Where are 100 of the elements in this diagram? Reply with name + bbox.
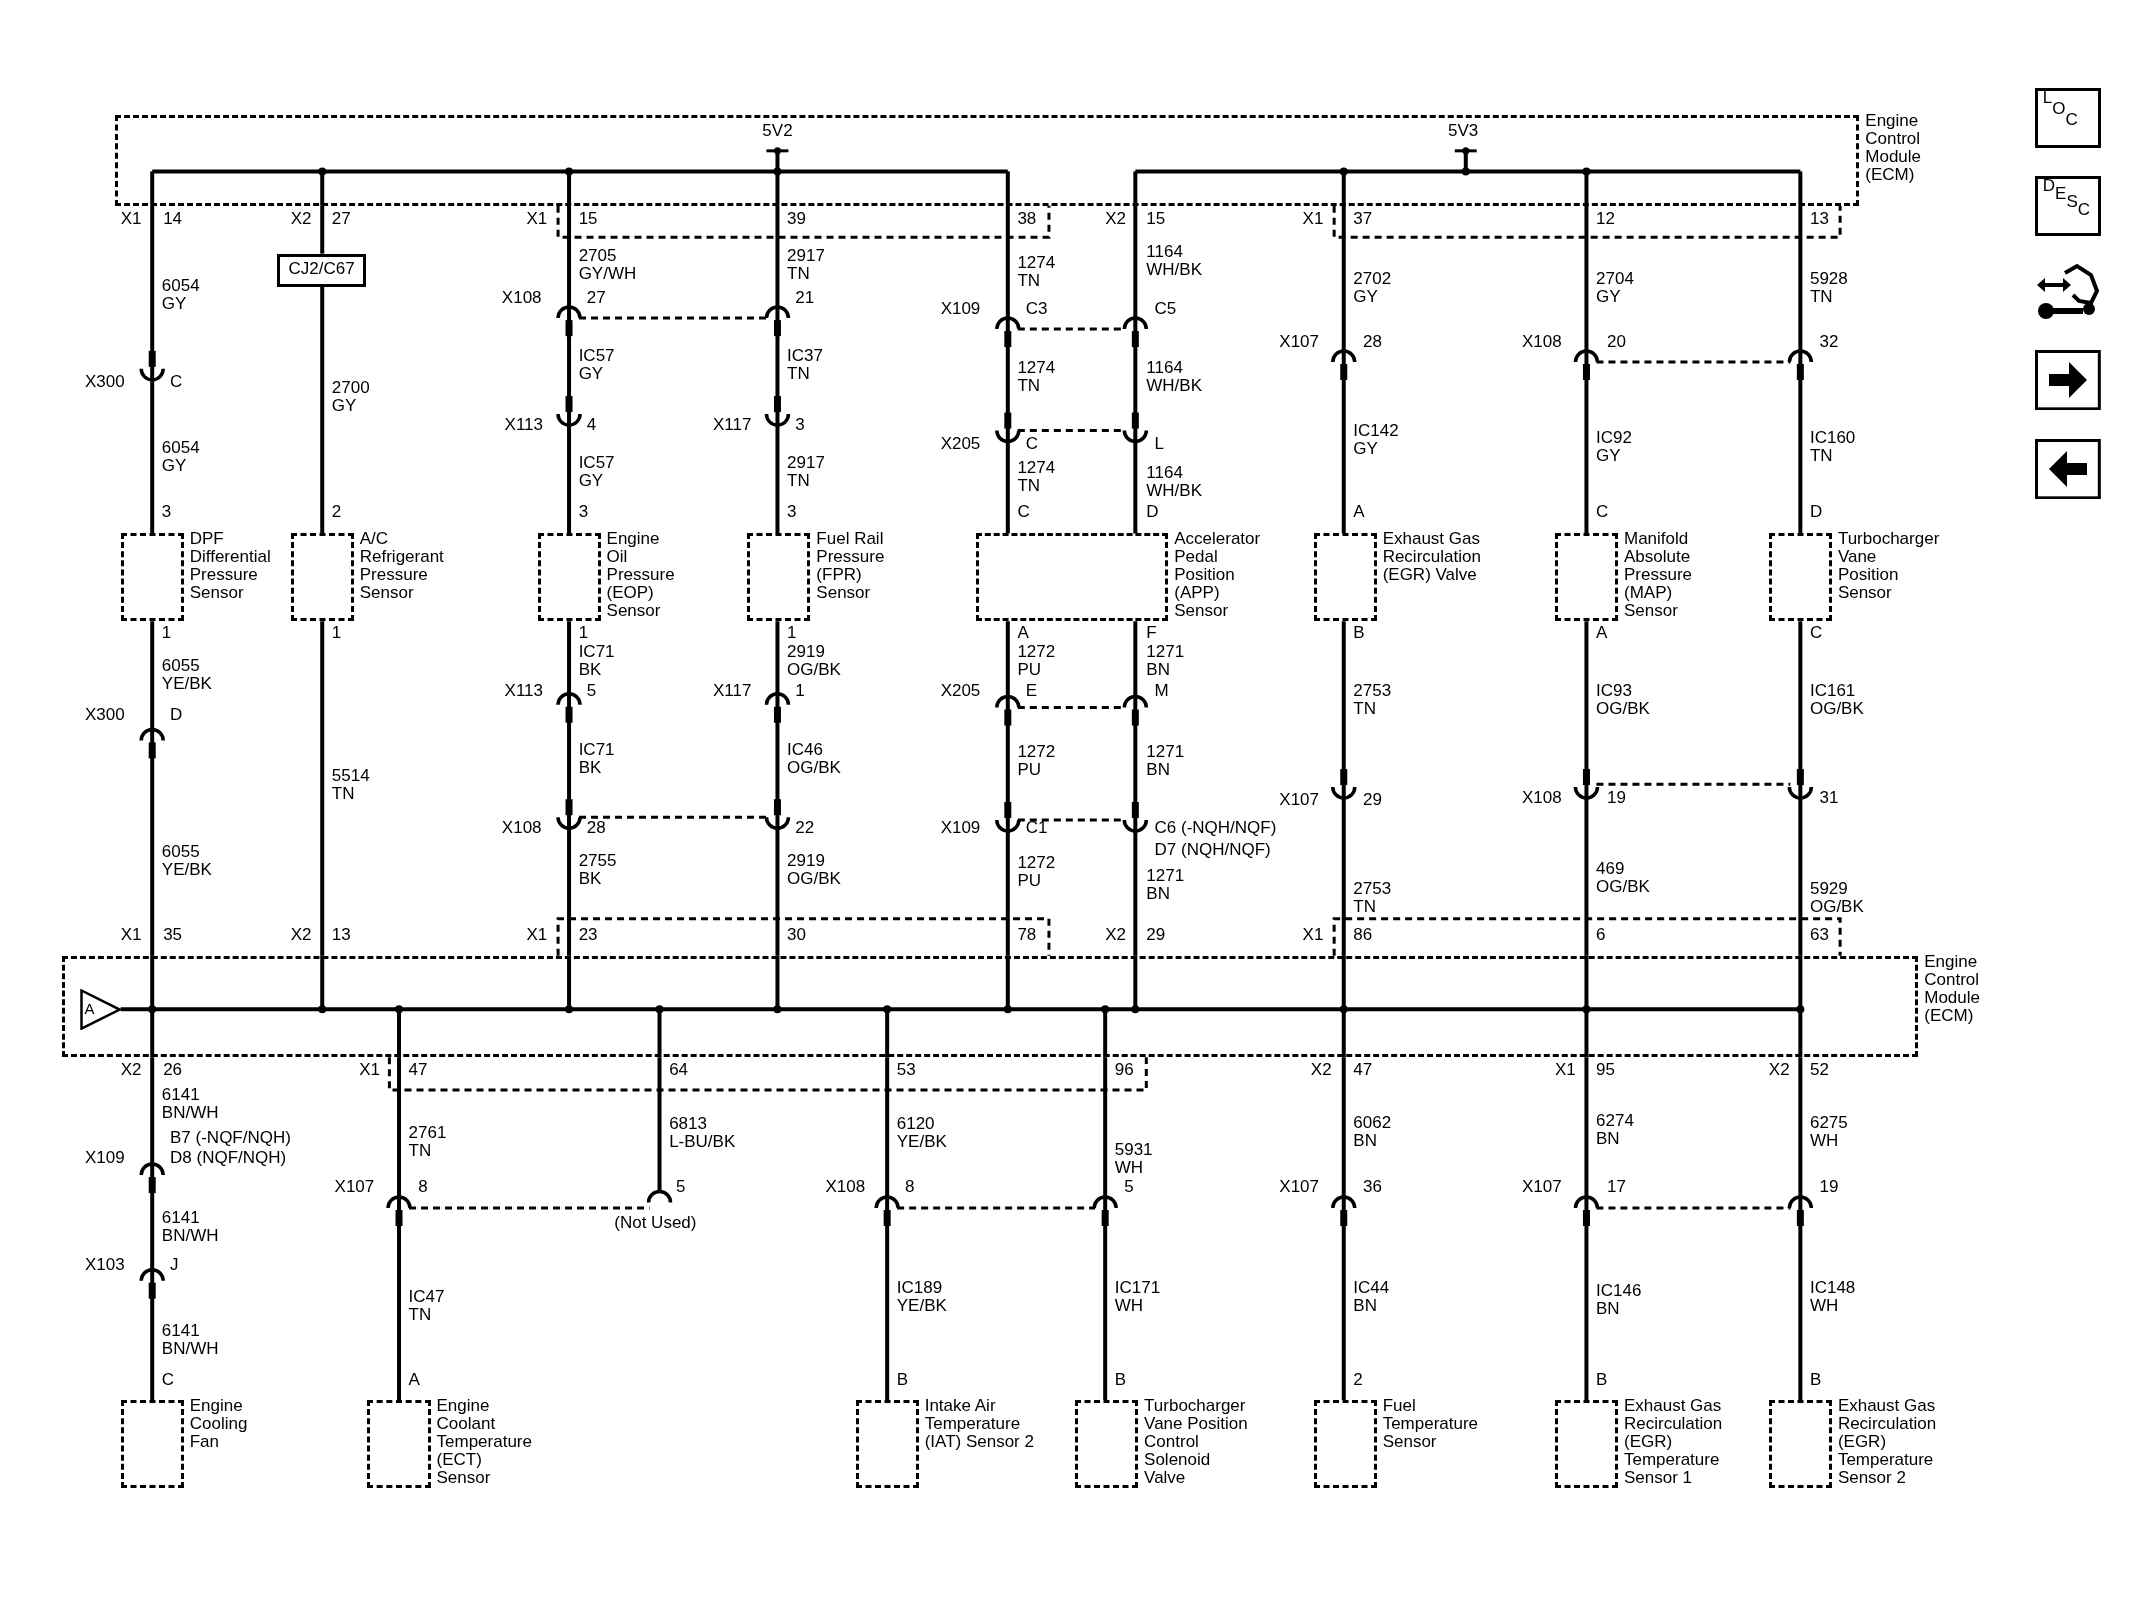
terminal-label: 63 (1809, 925, 1829, 944)
terminal-label: 1 (578, 624, 589, 642)
note-text: 5V2 (762, 122, 793, 141)
connector-tag: CJ2/C67 (276, 253, 367, 287)
connector-id: X2 (1105, 209, 1126, 228)
terminal-label: B (1809, 1371, 1822, 1390)
wire-label: 6054 GY (161, 438, 201, 475)
terminal-label: 27 (586, 289, 606, 308)
terminal-label: 26 (163, 1061, 183, 1080)
component-label: A/C Refrigerant Pressure Sensor (359, 530, 445, 603)
terminal-label: 47 (1353, 1061, 1373, 1080)
terminal-label: 2 (1353, 1371, 1363, 1390)
wire-label: 1274 TN (1017, 359, 1057, 396)
component-label: Exhaust Gas Recirculation (EGR) Valve (1382, 530, 1482, 585)
connector-id: X2 (290, 209, 312, 228)
wire-label: 1164 WH/BK (1146, 242, 1204, 279)
terminal-label: 39 (787, 209, 806, 228)
connector-id: X108 (1522, 788, 1562, 807)
terminal-label: 32 (1819, 333, 1839, 352)
wire-label: 1164 WH/BK (1146, 359, 1204, 396)
connector-id: X113 (504, 415, 544, 434)
wire (657, 1057, 662, 1192)
terminal-label: B (1353, 624, 1365, 642)
wire (1341, 205, 1346, 534)
wire (1133, 205, 1138, 534)
terminal-label: C3 (1025, 300, 1048, 319)
wire (1005, 621, 1010, 956)
note-text: 5V3 (1447, 122, 1479, 141)
wire-label: 5514 TN (331, 766, 371, 803)
terminal-label: M (1154, 681, 1169, 700)
wire-label: 6062 BN (1353, 1113, 1393, 1150)
terminal-label: A (1596, 624, 1608, 642)
terminal-label: 47 (408, 1061, 428, 1080)
wire-label: 2705 GY/WH (578, 246, 638, 283)
terminal-label: 20 (1607, 333, 1626, 352)
wire (1584, 1057, 1589, 1400)
terminal-label: 8 (904, 1177, 915, 1196)
connector-id: X300 (85, 706, 125, 725)
wire-label: 1274 TN (1017, 253, 1057, 290)
connector-id: X1 (1554, 1061, 1576, 1080)
terminal-label: E (1025, 681, 1037, 700)
component-label: Engine Coolant Temperature (ECT) Sensor (436, 1396, 533, 1487)
terminal-label: B (1114, 1371, 1127, 1390)
terminal-label: 14 (163, 209, 183, 228)
connector-id: X107 (1279, 791, 1319, 810)
connector-id: X1 (1302, 925, 1324, 944)
wire-label: 1274 TN (1017, 459, 1057, 496)
wire-label: 2755 BK (578, 851, 618, 888)
wire (320, 286, 325, 534)
terminal-label: 19 (1607, 788, 1626, 807)
terminal-label: 96 (1114, 1061, 1134, 1080)
wire-label: IC93 OG/BK (1596, 681, 1651, 718)
wire-label: 6274 BN (1596, 1112, 1635, 1149)
component-label: Fuel Rail Pressure (FPR) Sensor (816, 530, 886, 603)
wire (1584, 621, 1589, 956)
wire (150, 1057, 155, 1400)
wire-label: 2917 TN (787, 246, 826, 283)
terminal-label: B (1596, 1371, 1608, 1390)
wire-label: IC44 BN (1353, 1279, 1391, 1316)
connector-id: X107 (334, 1177, 375, 1196)
connector-id: X109 (940, 300, 981, 319)
wire (1341, 621, 1346, 956)
wire-label: IC171 WH (1114, 1279, 1162, 1316)
wire-label: IC57 GY (578, 453, 616, 490)
wire (1798, 205, 1803, 534)
wire-label: 6055 YE/BK (161, 843, 213, 880)
wire (397, 1057, 401, 1400)
connector-id: X205 (940, 681, 981, 700)
terminal-label: 22 (795, 818, 815, 837)
terminal-label: C (1809, 624, 1823, 642)
wire (1584, 205, 1589, 534)
wire (150, 621, 155, 956)
wire (150, 205, 155, 534)
terminal-label: 53 (896, 1061, 916, 1080)
connector-id: X108 (501, 289, 542, 308)
terminal-label: 5 (1124, 1177, 1134, 1196)
terminal-label: 52 (1809, 1061, 1829, 1080)
terminal-label: 13 (1809, 209, 1829, 228)
note-text: D7 (NQH/NQF) (1154, 840, 1271, 859)
connector-id: X1 (1302, 209, 1324, 228)
wire-label: IC146 BN (1596, 1282, 1643, 1319)
connector-id: X113 (504, 681, 544, 700)
component-label: Engine Oil Pressure (EOP) Sensor (606, 530, 676, 621)
terminal-label: C (1596, 503, 1609, 522)
wire-label: 2702 GY (1353, 270, 1393, 307)
connector-id: X205 (940, 434, 981, 453)
component-label: Turbocharger Vane Position Control Solenoid Valve (1144, 1396, 1249, 1487)
component-label: Accelerator Pedal Position (APP) Sensor (1174, 530, 1262, 621)
terminal-label: 37 (1353, 209, 1373, 228)
terminal-label: A (408, 1371, 420, 1390)
component-label: Engine Cooling Fan (189, 1396, 249, 1451)
wire-label: IC71 BK (578, 643, 616, 680)
connector-id: X2 (290, 925, 312, 944)
terminal-label: 4 (586, 415, 597, 434)
terminal-label: C1 (1025, 818, 1048, 837)
wire-label: 2761 TN (408, 1124, 448, 1161)
wire-label: 2919 OG/BK (787, 643, 842, 680)
connector-id: X2 (1105, 925, 1126, 944)
wire-label: IC47 TN (408, 1287, 446, 1324)
terminal-label: F (1146, 624, 1157, 642)
